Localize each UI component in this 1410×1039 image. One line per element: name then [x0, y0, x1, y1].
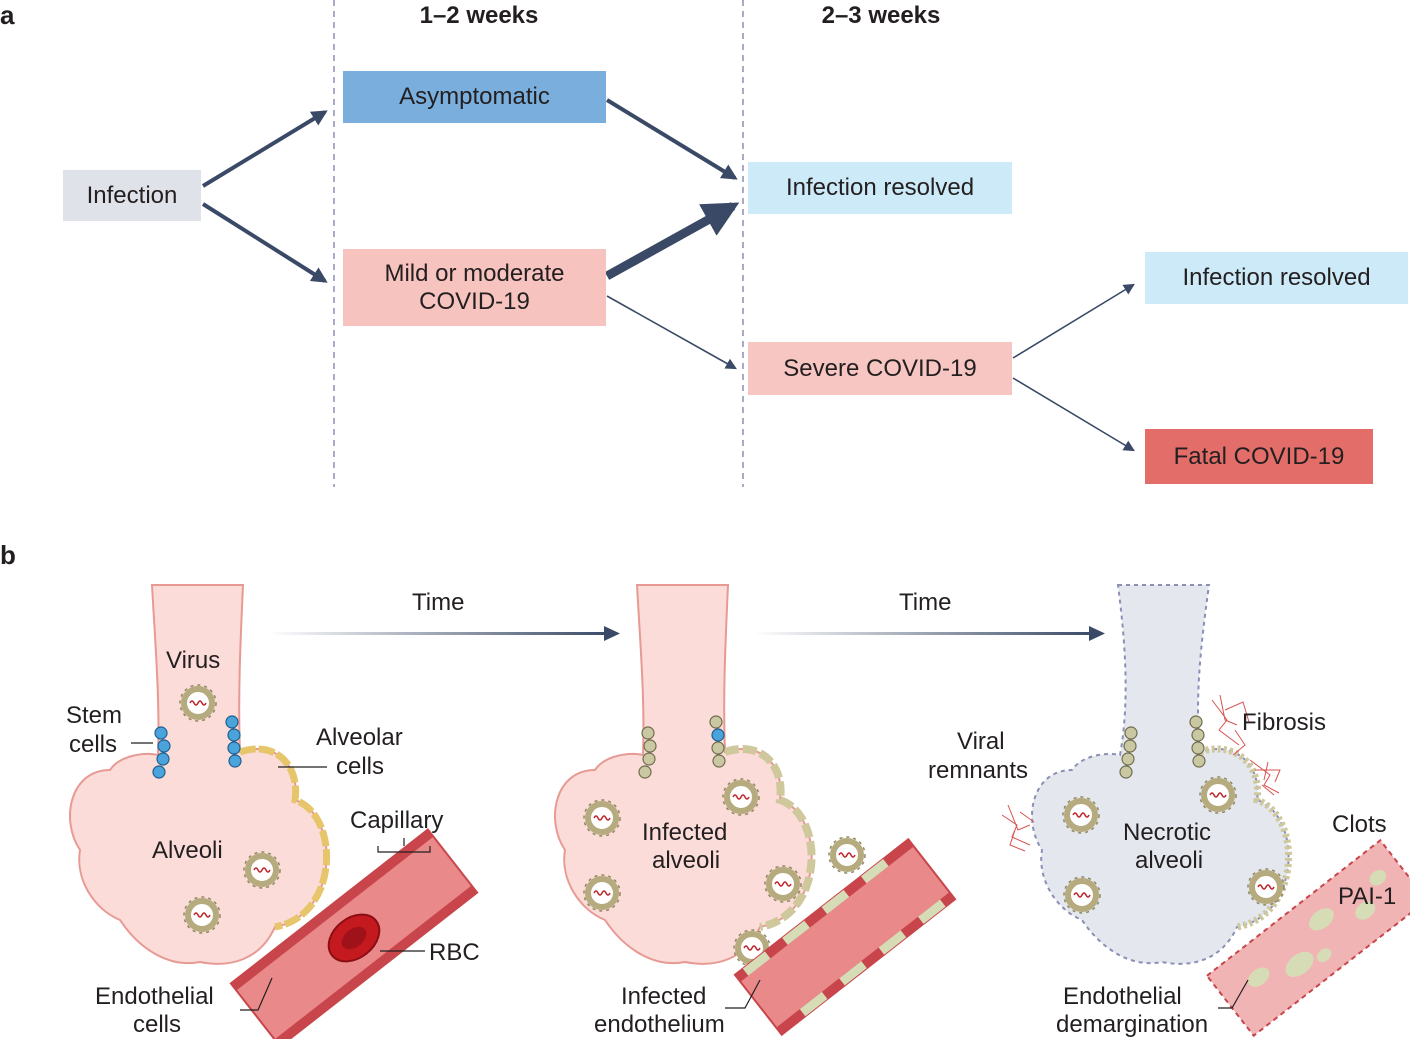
node-mild-label-line2: COVID-19	[419, 287, 530, 315]
label-endothelial-line2: cells	[133, 1011, 182, 1038]
stage-header-1-2-weeks: 1–2 weeks	[419, 2, 539, 29]
node-asymptomatic: Asymptomatic	[343, 71, 606, 123]
node-fatal: Fatal COVID-19	[1145, 429, 1373, 484]
label-alveolar-line2: cells	[336, 753, 385, 780]
time-arrow-2	[754, 632, 1094, 635]
stage-header-2-3-weeks: 2–3 weeks	[821, 2, 941, 29]
arrow-severe-to-resolved	[1012, 283, 1135, 359]
arrow-severe-to-fatal	[1012, 377, 1135, 452]
label-pai-1: PAI-1	[1338, 883, 1397, 910]
capillary-stage-1	[229, 828, 479, 1039]
arrow-infection-to-mild	[201, 202, 328, 283]
label-clots: Clots	[1332, 811, 1387, 838]
time-arrow-1	[268, 632, 610, 635]
label-demargination-line2: demargination	[1056, 1011, 1209, 1038]
label-endothelial-line1: Endothelial	[95, 983, 214, 1010]
panel-b-label: b	[0, 540, 16, 570]
label-virus: Virus	[166, 647, 221, 674]
node-asymptomatic-label: Asymptomatic	[399, 83, 550, 110]
node-infection-resolved-1: Infection resolved	[748, 162, 1012, 214]
label-infected-alveoli-line2: alveoli	[652, 847, 721, 874]
node-severe-label: Severe COVID-19	[783, 354, 977, 382]
time-label-1: Time	[412, 589, 465, 616]
alveolus-stage-3	[1031, 584, 1293, 965]
arrow-infection-to-asymptomatic	[201, 110, 328, 188]
alveolus-stage-2	[554, 584, 865, 966]
node-infection-resolved-2: Infection resolved	[1145, 252, 1408, 304]
label-viral-line1: Viral	[957, 728, 1005, 755]
node-fatal-label: Fatal COVID-19	[1173, 442, 1345, 470]
node-resolved-1-label: Infection resolved	[785, 174, 975, 201]
node-severe: Severe COVID-19	[748, 342, 1012, 395]
label-fibrosis: Fibrosis	[1242, 709, 1327, 736]
capillary-stage-3	[1205, 838, 1410, 1038]
label-infected-endothelium-line2: endothelium	[594, 1011, 725, 1038]
node-mild-moderate: Mild or moderate COVID-19	[343, 249, 606, 326]
label-capillary: Capillary	[350, 807, 444, 834]
alveolar-cell-layer-1	[238, 745, 331, 931]
arrow-mild-to-resolved	[604, 202, 740, 280]
label-viral-line2: remnants	[928, 757, 1029, 784]
node-infection-label: Infection	[86, 181, 178, 209]
time-label-2: Time	[899, 589, 952, 616]
label-rbc: RBC	[429, 939, 480, 966]
alveolus-stage-1	[69, 584, 331, 965]
label-demargination-line1: Endothelial	[1063, 983, 1182, 1010]
label-infected-alveoli-line1: Infected	[642, 819, 728, 846]
label-necrotic-line2: alveoli	[1135, 847, 1204, 874]
label-necrotic-line1: Necrotic	[1123, 819, 1212, 846]
capillary-stage-2	[733, 837, 957, 1037]
label-stem-line1: Stem	[66, 702, 123, 729]
fibrosis-marks	[1001, 694, 1281, 852]
node-resolved-2-label: Infection resolved	[1182, 264, 1371, 291]
node-mild-label-line1: Mild or moderate	[384, 259, 565, 287]
label-infected-endothelium-line1: Infected	[621, 983, 707, 1010]
label-stem-line2: cells	[69, 731, 118, 758]
node-infection: Infection	[63, 170, 201, 221]
arrow-asymptomatic-to-resolved	[605, 98, 738, 180]
arrow-mild-to-severe	[606, 295, 737, 370]
panel-a-label: a	[0, 0, 15, 30]
label-alveolar-line1: Alveolar	[316, 724, 403, 751]
label-alveoli: Alveoli	[152, 837, 223, 864]
